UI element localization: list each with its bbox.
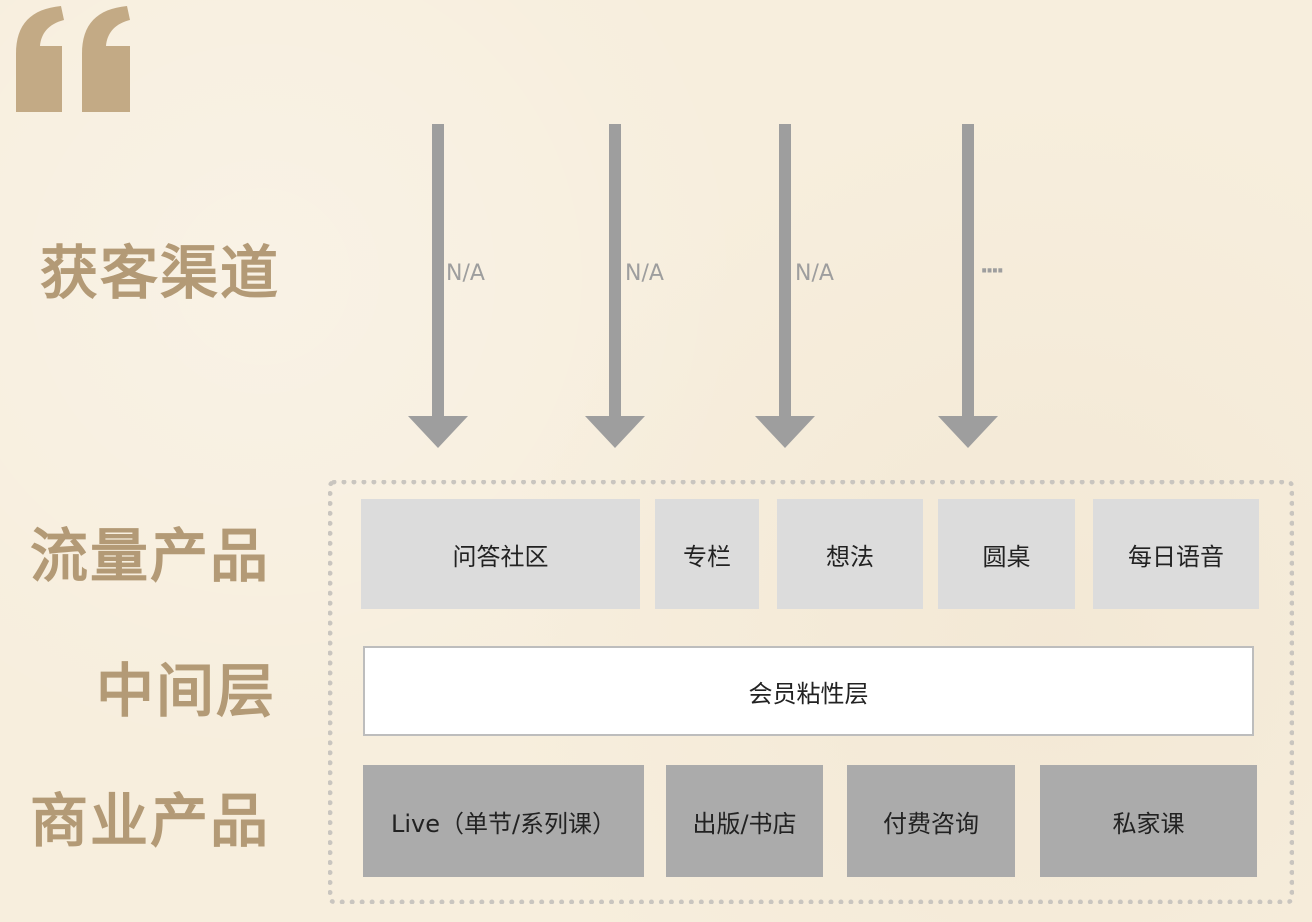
layer-label-middle: 中间层: [96, 657, 277, 725]
channel-label: N/A: [446, 261, 485, 286]
commercial-item-paid-consulting: 付费咨询: [847, 765, 1015, 877]
arrow-down-icon: [408, 124, 468, 448]
traffic-item-roundtable: 圆桌: [938, 499, 1075, 609]
traffic-item-ideas: 想法: [777, 499, 923, 609]
arrow-down-icon: [585, 124, 645, 448]
traffic-item-column: 专栏: [655, 499, 759, 609]
quote-icon: [16, 6, 130, 112]
middle-member-stickiness-layer: 会员粘性层: [363, 646, 1254, 736]
channel-label: N/A: [625, 261, 664, 286]
commercial-item-private-course: 私家课: [1040, 765, 1257, 877]
channel-label: N/A: [795, 261, 834, 286]
layer-label-traffic-products: 流量产品: [30, 522, 271, 590]
arrow-down-icon: [938, 124, 998, 448]
layer-label-commercial-products: 商业产品: [30, 787, 271, 855]
layer-label-acquisition: 获客渠道: [40, 239, 281, 307]
products-frame: [328, 480, 1294, 904]
channel-label: ····: [980, 259, 1005, 284]
arrow-down-icon: [755, 124, 815, 448]
commercial-item-publishing: 出版/书店: [666, 765, 823, 877]
traffic-item-qa-community: 问答社区: [361, 499, 640, 609]
commercial-item-live: Live（单节/系列课）: [363, 765, 644, 877]
traffic-item-daily-voice: 每日语音: [1093, 499, 1259, 609]
